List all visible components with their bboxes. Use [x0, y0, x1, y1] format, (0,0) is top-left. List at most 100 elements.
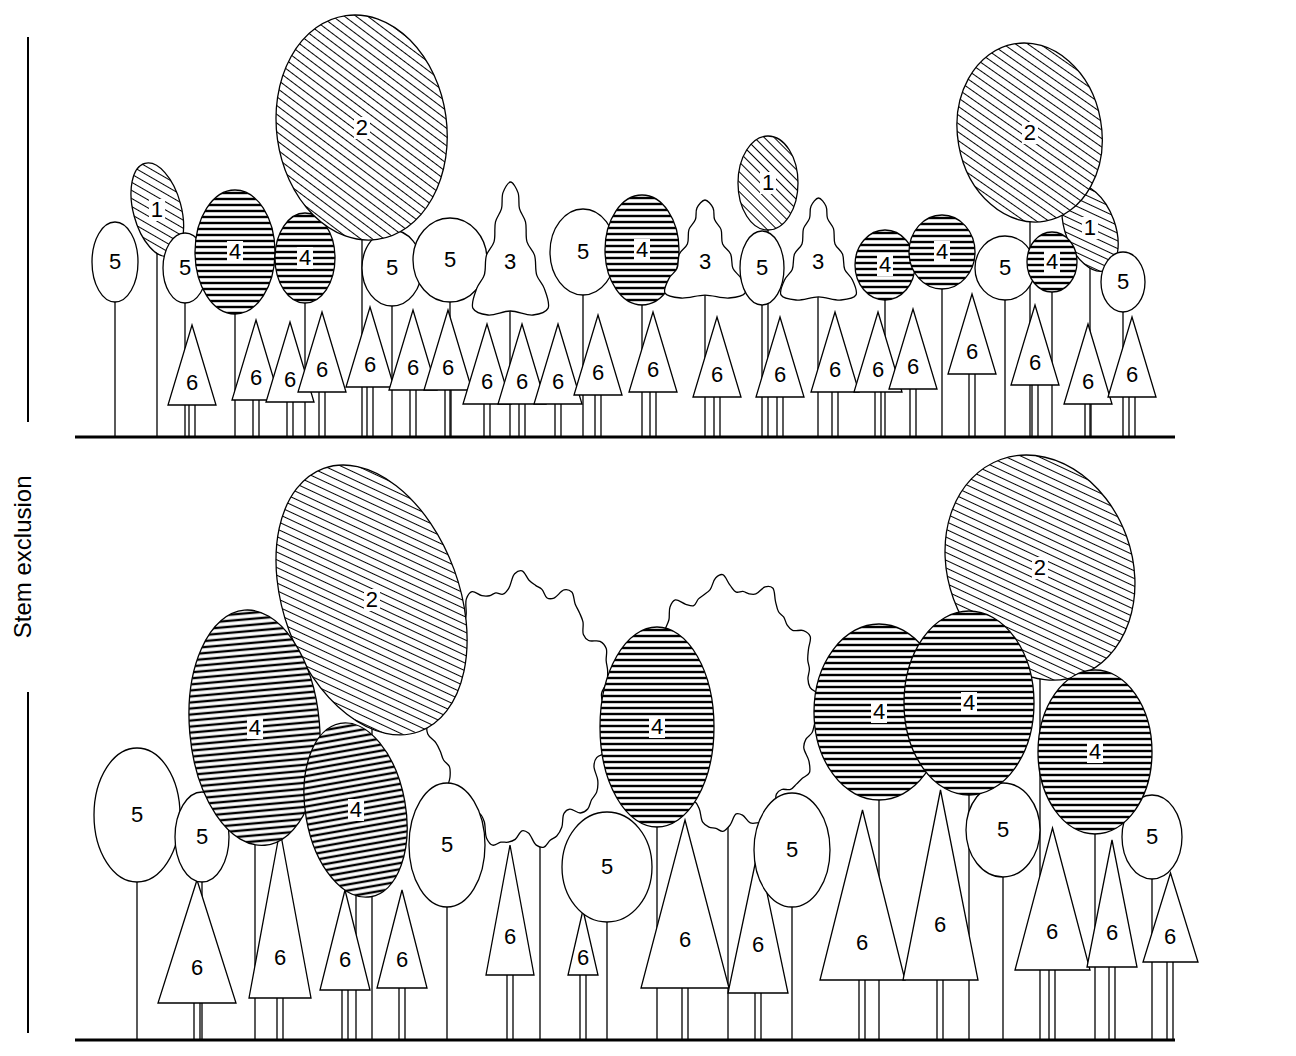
- tree-stem: [776, 395, 777, 437]
- crown-shape: [740, 231, 784, 305]
- tree-number: 4: [877, 254, 893, 276]
- tree-crown: 5: [94, 748, 180, 882]
- crown-outline: [158, 880, 236, 1003]
- tree-stem: [188, 403, 189, 437]
- tree-stem: [915, 387, 916, 437]
- tree-stem: [713, 395, 714, 437]
- crown-shape: [241, 438, 502, 761]
- tree-stem: [874, 390, 875, 437]
- tree-stem: [655, 390, 656, 437]
- stem-group: [115, 128, 1173, 1040]
- tree-number: 2: [1022, 122, 1038, 144]
- tree-stem: [524, 402, 525, 437]
- tree-number: 5: [107, 251, 123, 273]
- tree-number: 6: [314, 359, 330, 381]
- tree-stem: [252, 398, 253, 437]
- tree-stem: [341, 988, 342, 1040]
- crown-shape: [346, 307, 394, 387]
- tree-stem: [864, 978, 865, 1040]
- tree-crown: 5: [975, 236, 1035, 300]
- crown-shape: [195, 190, 275, 314]
- tree-crown: 4: [195, 190, 275, 314]
- tree-stem: [600, 393, 601, 437]
- tree-number: 6: [1104, 922, 1120, 944]
- crown-outline: [249, 830, 311, 998]
- tree-number: 6: [677, 929, 693, 951]
- tree-crown: 6: [249, 830, 311, 998]
- tree-crown: 6: [298, 312, 346, 392]
- tree-crown: 6: [424, 310, 472, 390]
- crown-shape: [889, 309, 937, 389]
- tree-number: 6: [590, 362, 606, 384]
- crown-shape: [1027, 232, 1077, 292]
- tree-stem: [837, 390, 838, 437]
- tree-stem: [909, 387, 910, 437]
- tree-number: 3: [502, 251, 518, 273]
- tree-number: 5: [1115, 271, 1131, 293]
- tree-number: 6: [1044, 921, 1060, 943]
- crown-shape: [738, 136, 798, 230]
- tree-stem: [324, 390, 325, 437]
- tree-crown: 6: [811, 312, 859, 392]
- tree-number: 6: [932, 914, 948, 936]
- crown-outline: [320, 890, 370, 990]
- tree-stem: [782, 395, 783, 437]
- tree-crown: 2: [276, 15, 447, 240]
- tree-number: 6: [1027, 352, 1043, 374]
- tree-number: 6: [870, 359, 886, 381]
- tree-number: 6: [514, 371, 530, 393]
- tree-stem: [372, 385, 373, 437]
- tree-number: 1: [1082, 217, 1098, 239]
- tree-crown: 6: [168, 325, 216, 405]
- tree-crown: 4: [600, 627, 714, 827]
- tree-number: 6: [248, 367, 264, 389]
- crown-shape: [1101, 252, 1145, 312]
- crown-shape: [298, 312, 346, 392]
- crown-shape: [574, 315, 622, 395]
- tree-number: 3: [697, 251, 713, 273]
- tree-stem: [347, 988, 348, 1040]
- tree-stem: [286, 400, 287, 437]
- crown-shape: [820, 810, 905, 980]
- tree-crown: 6: [1011, 305, 1059, 385]
- tree-number: 5: [784, 839, 800, 861]
- tree-crown: 4: [904, 611, 1034, 795]
- tree-number: 5: [194, 826, 210, 848]
- crown-outline: [781, 198, 856, 300]
- tree-stem: [1054, 968, 1055, 1040]
- tree-stem: [1090, 402, 1091, 437]
- tree-number: 4: [1087, 741, 1103, 763]
- tree-crown: 6: [1064, 324, 1112, 404]
- tree-number: 6: [1080, 371, 1096, 393]
- tree-number: 3: [810, 251, 826, 273]
- tree-stem: [450, 388, 451, 437]
- tree-crown: 6: [693, 317, 741, 397]
- crown-shape: [811, 312, 859, 392]
- tree-number: 6: [405, 357, 421, 379]
- tree-crown: 6: [486, 845, 534, 975]
- crown-shape: [903, 790, 978, 980]
- tree-stem: [560, 402, 561, 437]
- tree-number: 5: [754, 257, 770, 279]
- stage-label: Stem exclusion: [8, 473, 36, 642]
- tree-stem: [936, 978, 937, 1040]
- crown-shape: [855, 230, 915, 300]
- tree-number: 1: [760, 172, 776, 194]
- tree-number: 6: [282, 369, 298, 391]
- tree-stem: [199, 1001, 200, 1040]
- tree-crown: 6: [320, 890, 370, 990]
- tree-stem: [594, 393, 595, 437]
- crown-shape: [424, 310, 472, 390]
- tree-stem: [649, 390, 650, 437]
- crown-shape: [92, 222, 138, 302]
- tree-stem: [579, 973, 580, 1040]
- crown-shape: [665, 200, 746, 298]
- tree-stem: [1134, 395, 1135, 437]
- tree-crown: 3: [473, 182, 548, 315]
- tree-number: 6: [750, 934, 766, 956]
- tree-stem: [398, 986, 399, 1040]
- crown-shape: [472, 182, 548, 315]
- tree-stem: [366, 385, 367, 437]
- tree-stem: [518, 402, 519, 437]
- tree-crown: 5: [1101, 252, 1145, 312]
